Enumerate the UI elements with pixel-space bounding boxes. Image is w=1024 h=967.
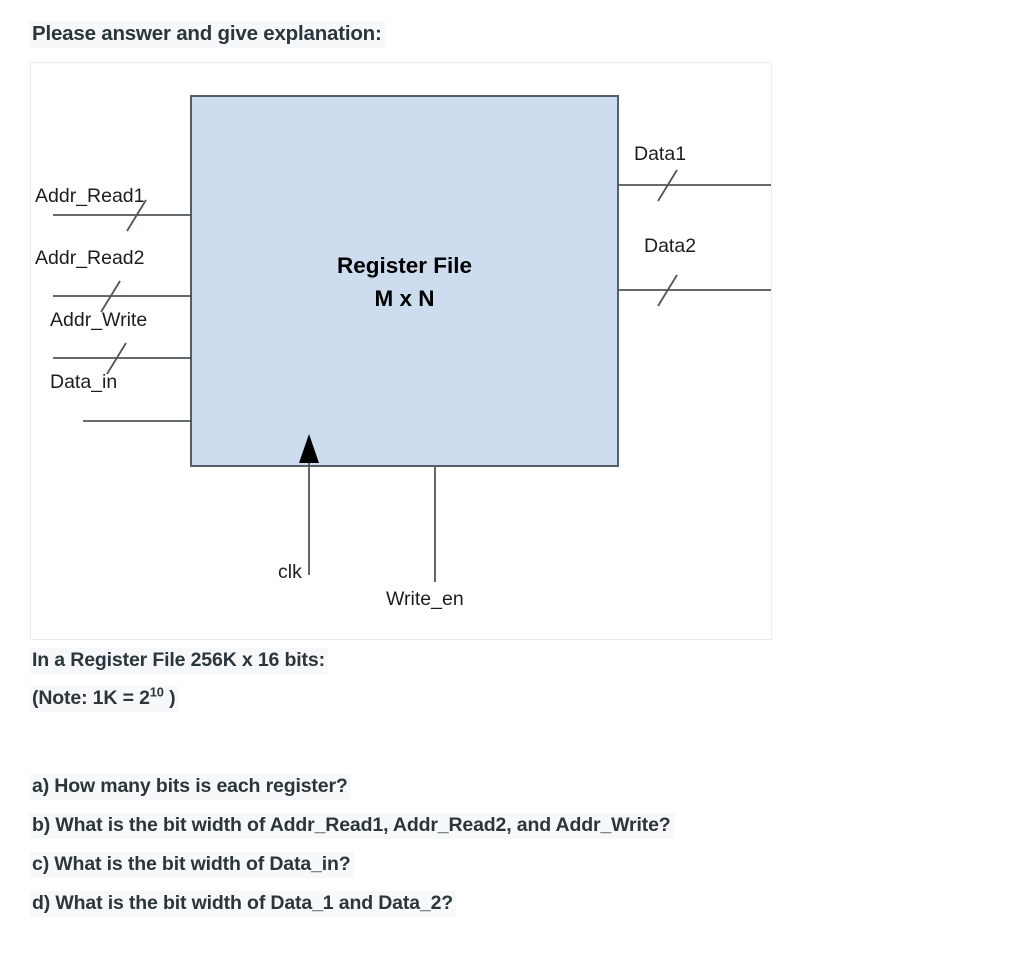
- page-title: Please answer and give explanation:: [30, 21, 385, 48]
- question-note-line: (Note: 1K = 210 ): [30, 684, 179, 712]
- input-label-addr-write: Addr_Write: [50, 309, 148, 331]
- bus-tick-addr-write: [106, 342, 127, 375]
- output-label-data2: Data2: [644, 235, 697, 257]
- note-exponent: 10: [149, 684, 164, 700]
- input-label-addr-read1: Addr_Read1: [35, 185, 145, 207]
- diagram-canvas: [53, 95, 771, 582]
- question-item-a: a) How many bits is each register?: [30, 774, 351, 800]
- input-label-write-en: Write_en: [386, 588, 464, 610]
- bus-tick-addr-read2: [100, 280, 121, 313]
- question-spec-line: In a Register File 256K x 16 bits:: [30, 648, 328, 674]
- question-item-d: d) What is the bit width of Data_1 and D…: [30, 891, 457, 917]
- block-title-line1: Register File: [336, 253, 473, 278]
- note-suffix: ): [163, 687, 176, 709]
- block-title-line2: M x N: [374, 286, 435, 311]
- bus-tick-data2: [657, 274, 678, 307]
- register-file-diagram: Register File M x N Addr_Read1 Addr_Read…: [30, 62, 772, 640]
- question-item-b: b) What is the bit width of Addr_Read1, …: [30, 813, 674, 839]
- register-file-block: [190, 95, 619, 467]
- input-label-clk: clk: [278, 561, 302, 583]
- question-item-c: c) What is the bit width of Data_in?: [30, 852, 354, 878]
- input-label-addr-read2: Addr_Read2: [35, 247, 145, 269]
- bus-tick-data1: [657, 169, 678, 202]
- output-label-data1: Data1: [634, 143, 687, 165]
- bus-tick-addr-read1: [126, 199, 147, 232]
- note-prefix: (Note: 1K = 2: [32, 687, 150, 709]
- clk-arrowhead-icon: [299, 434, 319, 463]
- input-label-data-in: Data_in: [50, 371, 118, 393]
